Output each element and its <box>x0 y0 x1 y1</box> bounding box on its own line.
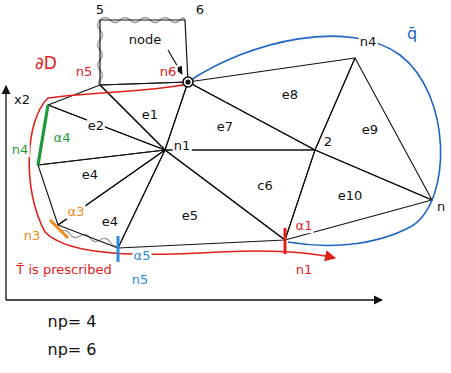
node-label: node <box>128 33 162 47</box>
element-label: e4 <box>101 215 119 229</box>
node-number: n6 <box>159 65 178 79</box>
element-label: c6 <box>256 179 273 193</box>
element-label: e10 <box>337 189 364 203</box>
corner-number: 6 <box>195 3 205 17</box>
alpha-label: α3 <box>67 205 86 219</box>
flux-label: q̄ <box>406 26 418 43</box>
node-dot <box>185 79 190 84</box>
count-note: np= 6 <box>47 342 98 359</box>
prescribed-boundary-curve <box>29 84 335 258</box>
node-number: n4 <box>359 35 378 49</box>
node-number: n5 <box>131 273 150 287</box>
prescribed-note: T̄ is prescribed <box>15 263 112 277</box>
element-label: e1 <box>141 108 159 122</box>
corner-number: 5 <box>95 3 105 17</box>
axes <box>6 86 382 300</box>
node-number: 2 <box>323 135 333 149</box>
alpha-label: α1 <box>295 219 314 233</box>
green-segment <box>38 105 48 165</box>
element-label: e8 <box>281 88 299 102</box>
blue-segment <box>117 236 120 262</box>
node-number: n5 <box>75 65 94 79</box>
flux-boundary-curve <box>188 36 441 245</box>
node-number: n1 <box>295 263 314 277</box>
node-ring <box>183 77 193 87</box>
orange-segment <box>50 220 68 238</box>
vertical-axis <box>5 86 6 300</box>
node-number: n4 <box>11 143 30 157</box>
horizontal-axis <box>6 299 382 300</box>
boundary-label: ∂D <box>34 55 58 73</box>
element-label: e4 <box>81 168 99 182</box>
node-number: n <box>436 200 446 214</box>
alpha-label: α5 <box>133 249 152 263</box>
alpha-label: α4 <box>53 131 72 145</box>
count-note: np= 4 <box>47 314 98 331</box>
element-label: e9 <box>361 123 379 137</box>
element-label: e5 <box>181 209 199 223</box>
node-number: n3 <box>23 229 42 243</box>
element-label: e2 <box>87 119 105 133</box>
wavy-boundary <box>60 18 185 247</box>
triangle-mesh <box>38 58 432 248</box>
element-label: e7 <box>216 120 234 134</box>
square-element <box>100 20 188 85</box>
node-number: n1 <box>173 139 192 153</box>
red-segment <box>284 228 287 254</box>
axis-label: x2 <box>13 93 31 107</box>
